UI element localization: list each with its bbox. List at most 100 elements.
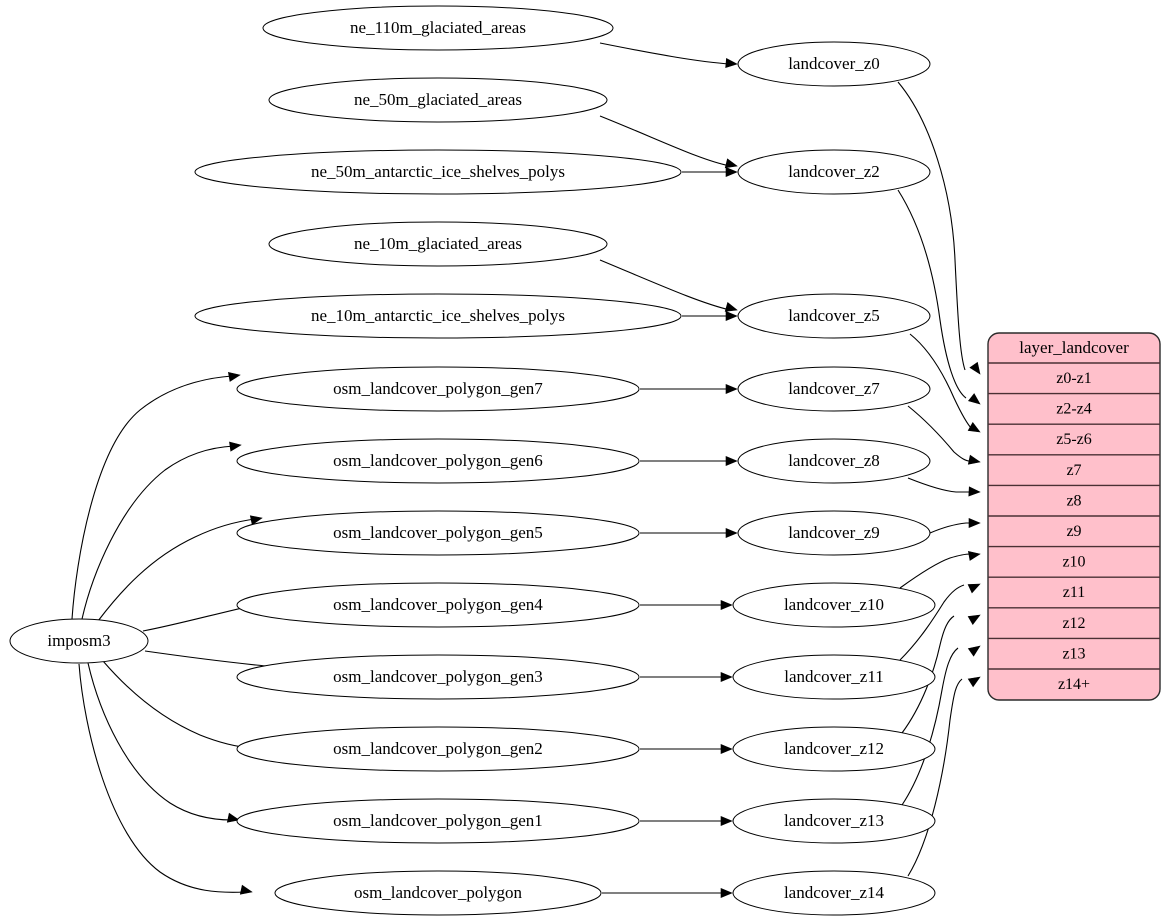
node-label-osm_landcover_polygon_gen5: osm_landcover_polygon_gen5 xyxy=(333,523,543,542)
layer-node-landcover_z14[interactable]: landcover_z14 xyxy=(732,870,936,916)
source-node-osm_landcover_polygon_gen7[interactable]: osm_landcover_polygon_gen7 xyxy=(236,366,640,412)
node-ellipse-landcover_z8 xyxy=(737,438,931,484)
node-ellipse-landcover_z0 xyxy=(737,41,931,87)
arrow-heads-layer xyxy=(226,57,981,899)
layer-node-landcover_z13[interactable]: landcover_z13 xyxy=(732,798,936,844)
source-node-osm_landcover_polygon_gen6[interactable]: osm_landcover_polygon_gen6 xyxy=(236,438,640,484)
node-ellipse-imposm3 xyxy=(9,618,149,664)
node-ellipse-osm_landcover_polygon_gen5 xyxy=(236,510,640,556)
layer-landcover-table[interactable]: layer_landcoverz0-z1z2-z4z5-z6z7z8z9z10z… xyxy=(987,332,1161,701)
arrow-head xyxy=(725,166,738,178)
source-node-ne_110m_glaciated_areas[interactable]: ne_110m_glaciated_areas xyxy=(262,5,614,51)
source-node-osm_landcover_polygon_gen4[interactable]: osm_landcover_polygon_gen4 xyxy=(236,582,640,628)
source-node-osm_landcover_polygon_gen2[interactable]: osm_landcover_polygon_gen2 xyxy=(236,726,640,772)
node-label-ne_50m_antarctic_ice_shelves_polys: ne_50m_antarctic_ice_shelves_polys xyxy=(311,162,565,181)
edge-imposm3-to-osm_landcover_polygon_gen2 xyxy=(102,660,253,749)
node-ellipse-ne_10m_antarctic_ice_shelves_polys xyxy=(194,293,682,339)
arrow-head xyxy=(967,550,981,561)
node-ellipse-landcover_z11 xyxy=(732,654,936,700)
node-ellipse-osm_landcover_polygon_gen2 xyxy=(236,726,640,772)
arrow-head xyxy=(967,454,981,465)
layer-node-landcover_z2[interactable]: landcover_z2 xyxy=(737,149,931,195)
node-ellipse-osm_landcover_polygon_gen1 xyxy=(236,798,640,844)
node-label-osm_landcover_polygon_gen6: osm_landcover_polygon_gen6 xyxy=(333,451,543,470)
node-label-landcover_z13: landcover_z13 xyxy=(784,811,884,830)
arrow-head xyxy=(226,812,240,823)
layer-table-header: layer_landcover xyxy=(1019,338,1129,357)
edge-landcover_z9-to-layer_landcover_row_z9 xyxy=(929,522,974,534)
edge-imposm3-to-osm_landcover_polygon_gen7 xyxy=(71,375,233,620)
layer-node-landcover_z8[interactable]: landcover_z8 xyxy=(737,438,931,484)
node-label-ne_10m_glaciated_areas: ne_10m_glaciated_areas xyxy=(354,234,522,253)
edge-imposm3-to-osm_landcover_polygon_gen1 xyxy=(87,662,233,821)
layer-table-row-label-z11: z11 xyxy=(1063,584,1086,601)
node-ellipse-osm_landcover_polygon_gen6 xyxy=(236,438,640,484)
node-ellipse-landcover_z10 xyxy=(732,582,936,628)
arrow-head xyxy=(239,884,253,895)
node-ellipse-landcover_z12 xyxy=(732,726,936,772)
node-ellipse-landcover_z13 xyxy=(732,798,936,844)
layer-table-row-label-z5-z6: z5-z6 xyxy=(1056,431,1092,448)
edge-ne_10m_glaciated_areas-to-landcover_z5 xyxy=(599,259,731,311)
layer-node-landcover_z0[interactable]: landcover_z0 xyxy=(737,41,931,87)
edge-landcover_z13-to-layer_landcover_row_z13 xyxy=(901,647,959,806)
edge-ne_50m_glaciated_areas-to-landcover_z2 xyxy=(599,115,731,167)
source-node-osm_landcover_polygon[interactable]: osm_landcover_polygon xyxy=(274,870,602,916)
source-node-osm_landcover_polygon_gen3[interactable]: osm_landcover_polygon_gen3 xyxy=(236,654,640,700)
node-label-ne_110m_glaciated_areas: ne_110m_glaciated_areas xyxy=(350,18,526,37)
source-node-osm_landcover_polygon_gen5[interactable]: osm_landcover_polygon_gen5 xyxy=(236,510,640,556)
node-label-landcover_z5: landcover_z5 xyxy=(788,306,880,325)
edge-landcover_z7-to-layer_landcover_row_z7 xyxy=(907,405,971,462)
layer-node-landcover_z11[interactable]: landcover_z11 xyxy=(732,654,936,700)
arrow-head xyxy=(968,517,981,529)
node-label-landcover_z9: landcover_z9 xyxy=(788,523,880,542)
node-ellipse-ne_110m_glaciated_areas xyxy=(262,5,614,51)
edges-layer xyxy=(71,42,974,894)
node-ellipse-landcover_z9 xyxy=(737,510,931,556)
layer-node-landcover_z7[interactable]: landcover_z7 xyxy=(737,366,931,412)
source-node-ne_50m_glaciated_areas[interactable]: ne_50m_glaciated_areas xyxy=(268,77,608,123)
layer-node-landcover_z5[interactable]: landcover_z5 xyxy=(737,293,931,339)
arrow-head xyxy=(967,421,981,433)
node-label-osm_landcover_polygon_gen4: osm_landcover_polygon_gen4 xyxy=(333,595,543,614)
arrow-head xyxy=(720,815,733,827)
arrow-head xyxy=(720,671,733,683)
arrow-head xyxy=(720,887,733,899)
node-label-osm_landcover_polygon_gen2: osm_landcover_polygon_gen2 xyxy=(333,739,543,758)
edge-ne_110m_glaciated_areas-to-landcover_z0 xyxy=(599,42,731,65)
arrow-head xyxy=(967,676,981,688)
node-label-landcover_z0: landcover_z0 xyxy=(788,54,880,73)
source-node-imposm3[interactable]: imposm3 xyxy=(9,618,149,664)
arrow-head xyxy=(720,743,733,755)
layer-table-row-label-z13: z13 xyxy=(1062,645,1085,662)
layer-node-landcover_z9[interactable]: landcover_z9 xyxy=(737,510,931,556)
layer-node-landcover_z10[interactable]: landcover_z10 xyxy=(732,582,936,628)
node-ellipse-ne_50m_antarctic_ice_shelves_polys xyxy=(194,149,682,195)
arrow-head xyxy=(725,383,738,395)
node-ellipse-landcover_z5 xyxy=(737,293,931,339)
arrow-head xyxy=(724,302,738,312)
layer-node-landcover_z12[interactable]: landcover_z12 xyxy=(732,726,936,772)
source-node-osm_landcover_polygon_gen1[interactable]: osm_landcover_polygon_gen1 xyxy=(236,798,640,844)
edge-landcover_z11-to-layer_landcover_row_z11 xyxy=(899,584,965,661)
arrow-head xyxy=(969,361,981,375)
source-node-ne_50m_antarctic_ice_shelves_polys[interactable]: ne_50m_antarctic_ice_shelves_polys xyxy=(194,149,682,195)
layer-table-row-label-z10: z10 xyxy=(1062,554,1085,571)
node-label-landcover_z2: landcover_z2 xyxy=(788,162,880,181)
node-ellipse-osm_landcover_polygon xyxy=(274,870,602,916)
node-label-osm_landcover_polygon_gen1: osm_landcover_polygon_gen1 xyxy=(333,811,543,830)
source-node-ne_10m_glaciated_areas[interactable]: ne_10m_glaciated_areas xyxy=(268,221,608,267)
node-ellipse-landcover_z2 xyxy=(737,149,931,195)
source-nodes-layer: imposm3 ne_110m_glaciated_areas ne_50m_gla… xyxy=(9,5,682,916)
arrow-head xyxy=(725,455,738,467)
edge-imposm3-to-osm_landcover_polygon_gen5 xyxy=(97,518,256,622)
arrow-head xyxy=(725,527,738,539)
edge-landcover_z0-to-layer_landcover_row_z0_z1 xyxy=(897,81,966,371)
edge-landcover_z2-to-layer_landcover_row_z2_z4 xyxy=(897,189,967,399)
node-label-osm_landcover_polygon_gen3: osm_landcover_polygon_gen3 xyxy=(333,667,543,686)
node-ellipse-osm_landcover_polygon_gen3 xyxy=(236,654,640,700)
source-node-ne_10m_antarctic_ice_shelves_polys[interactable]: ne_10m_antarctic_ice_shelves_polys xyxy=(194,293,682,339)
node-label-osm_landcover_polygon: osm_landcover_polygon xyxy=(354,883,523,902)
